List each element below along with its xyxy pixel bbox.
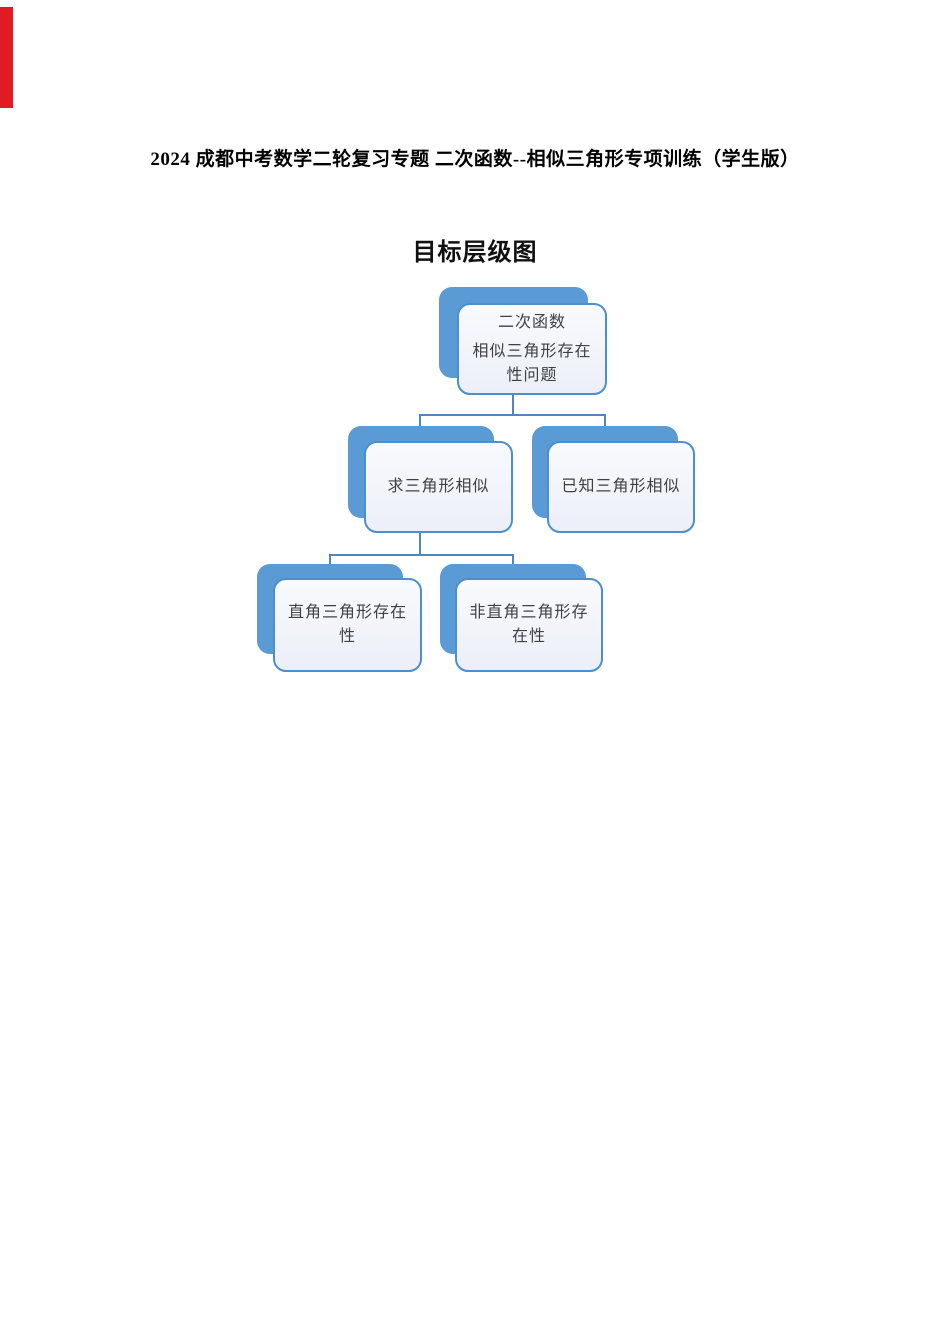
node-text-line: 已知三角形相似 (561, 478, 681, 495)
node-right-triangle-existence: 直角三角形存在 性 (273, 578, 422, 672)
connector-level3-left-stub (329, 555, 331, 565)
connector-level3-right-stub (512, 555, 514, 565)
node-text-line: 相似三角形存在 (472, 342, 592, 360)
diagram-title: 目标层级图 (412, 239, 538, 266)
node-non-right-triangle-existence: 非直角三角形存 在性 (455, 578, 603, 672)
node-text-line: 直角三角形存在 (287, 604, 407, 621)
node-text-line: 性 (338, 628, 356, 645)
connector-level2-right-stub (604, 415, 606, 427)
node-root-quadratic-similarity: 二次函数 相似三角形存在 性问题 (457, 303, 607, 395)
node-text-line: 非直角三角形存 (469, 604, 589, 621)
node-find-similarity: 求三角形相似 (364, 441, 513, 533)
node-text-line: 求三角形相似 (387, 478, 490, 495)
node-text-line: 在性 (511, 628, 546, 645)
connector-level2-left-stub (419, 415, 421, 427)
node-text-line: 性问题 (506, 366, 558, 384)
connector-root-down (512, 395, 514, 415)
connector-level3-horizontal (329, 554, 514, 556)
red-revision-bar (0, 7, 13, 108)
connector-level2-horizontal (419, 414, 606, 416)
connector-level2-left-down (419, 533, 421, 555)
document-title: 2024 成都中考数学二轮复习专题 二次函数--相似三角形专项训练（学生版） (150, 149, 800, 170)
hierarchy-diagram: 二次函数 相似三角形存在 性问题 求三角形相似 已知三角形相似 直角三角形存在 … (257, 287, 695, 672)
node-given-similarity: 已知三角形相似 (547, 441, 695, 533)
node-text-line: 二次函数 (497, 313, 566, 331)
